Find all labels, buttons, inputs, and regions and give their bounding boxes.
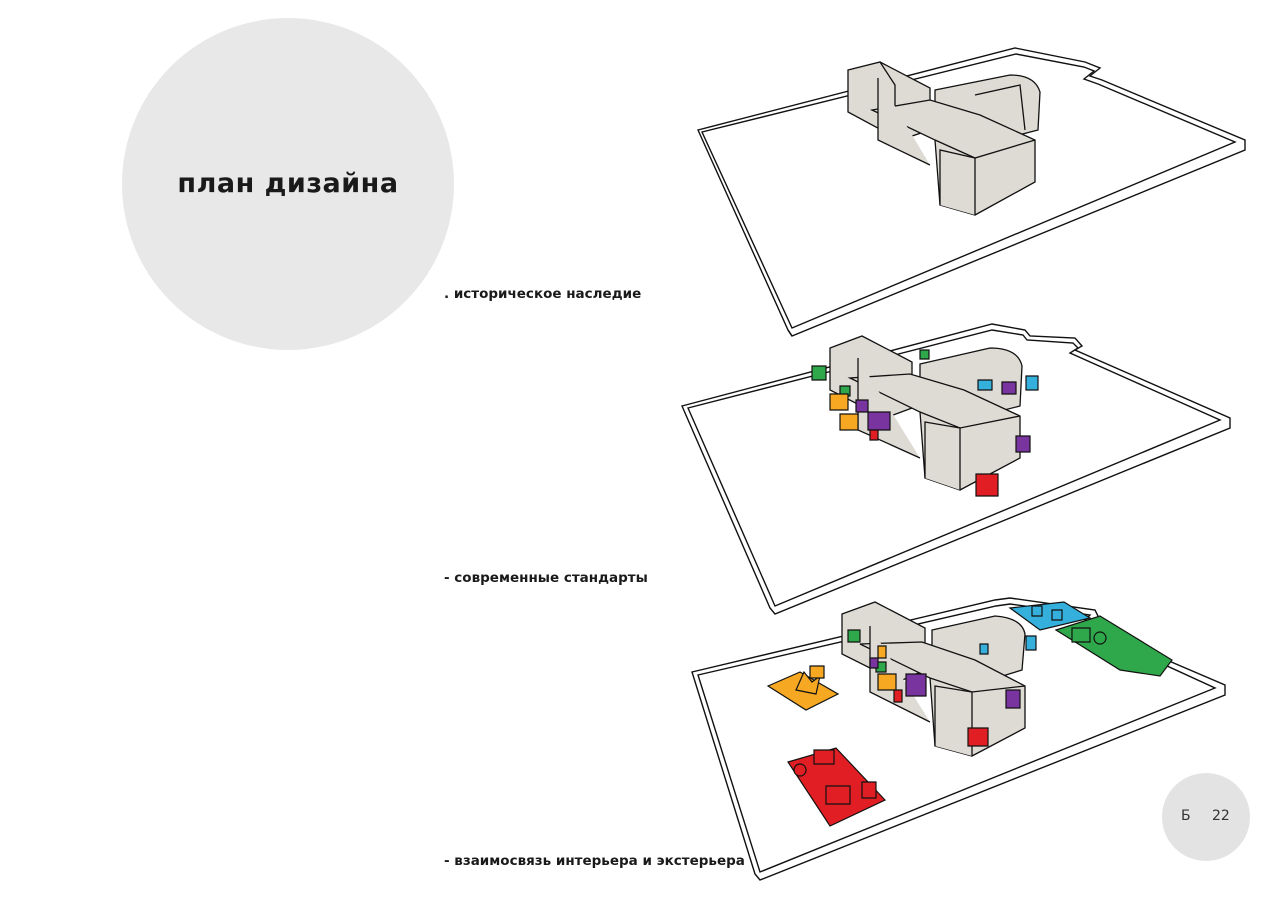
module-green <box>920 350 929 359</box>
module-red <box>968 728 988 746</box>
interior-modules <box>848 630 1036 746</box>
module-purple <box>1002 382 1016 394</box>
cyan-structure <box>1032 606 1042 616</box>
exterior-zones <box>768 602 1172 826</box>
module-red <box>894 690 902 702</box>
module-green <box>848 630 860 642</box>
diagram-interior-exterior <box>680 590 1260 890</box>
page-letter: Б <box>1181 808 1191 824</box>
module-purple <box>906 674 926 696</box>
historic-building <box>848 62 1040 215</box>
page-title: план дизайна <box>177 168 399 199</box>
module-orange <box>840 414 858 430</box>
module-orange <box>878 646 886 658</box>
module-purple <box>1016 436 1030 452</box>
module-blocks <box>812 350 1038 496</box>
module-purple <box>856 400 868 412</box>
module-purple <box>1006 690 1020 708</box>
caption-historical-heritage: . историческое наследие <box>444 286 642 302</box>
red-structure <box>862 782 876 798</box>
green-structure <box>1072 628 1090 642</box>
caption-modern-standards: - современные стандарты <box>444 570 648 586</box>
red-circle <box>794 764 806 776</box>
module-purple <box>870 658 878 668</box>
module-red <box>870 430 878 440</box>
playground-tower <box>810 666 824 678</box>
diagram-historical-building <box>680 40 1260 340</box>
module-cyan <box>1026 636 1036 650</box>
module-cyan <box>1026 376 1038 390</box>
module-red <box>976 474 998 496</box>
playground-structure <box>796 672 820 694</box>
title-circle: план дизайна <box>122 18 454 350</box>
red-structure <box>814 750 834 764</box>
module-cyan <box>980 644 988 654</box>
module-orange <box>830 394 848 410</box>
page-number: 22 <box>1212 808 1230 824</box>
diagram-modern-standards <box>680 318 1260 618</box>
module-cyan <box>978 380 992 390</box>
cyan-structure <box>1052 610 1062 620</box>
caption-interior-exterior-relationship: - взаимосвязь интерьера и экстерьера <box>444 853 745 869</box>
page-number-badge: Б 22 <box>1162 773 1250 861</box>
module-purple <box>868 412 890 430</box>
module-green <box>812 366 826 380</box>
exterior-terrace-cyan <box>1010 602 1090 630</box>
green-circle <box>1094 632 1106 644</box>
module-orange <box>878 674 896 690</box>
red-structure <box>826 786 850 804</box>
